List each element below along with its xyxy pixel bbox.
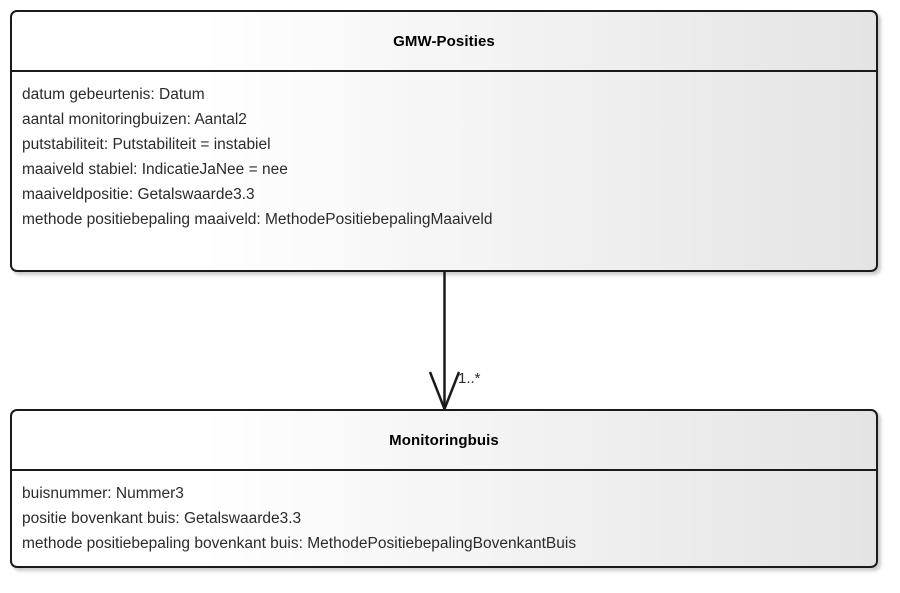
uml-attribute-compartment: buisnummer: Nummer3 positie bovenkant bu… <box>12 471 876 564</box>
uml-attribute: maaiveldpositie: Getalswaarde3.3 <box>22 186 255 203</box>
uml-attribute: datum gebeurtenis: Datum <box>22 86 205 103</box>
uml-attribute-compartment: datum gebeurtenis: Datum aantal monitori… <box>12 72 876 240</box>
uml-attribute: buisnummer: Nummer3 <box>22 485 184 502</box>
uml-class-name: GMW-Posities <box>393 32 495 50</box>
uml-attribute: maaiveld stabiel: IndicatieJaNee = nee <box>22 161 288 178</box>
uml-class-gmw-posities[interactable]: GMW-Posities datum gebeurtenis: Datum aa… <box>10 10 878 272</box>
uml-attribute: positie bovenkant buis: Getalswaarde3.3 <box>22 510 302 527</box>
uml-class-header: GMW-Posities <box>12 12 876 72</box>
uml-class-header: Monitoringbuis <box>12 411 876 471</box>
uml-class-name: Monitoringbuis <box>389 431 499 449</box>
uml-class-monitoringbuis[interactable]: Monitoringbuis buisnummer: Nummer3 posit… <box>10 409 878 568</box>
uml-attribute: methode positiebepaling bovenkant buis: … <box>22 535 577 552</box>
uml-attribute: methode positiebepaling maaiveld: Method… <box>22 211 493 228</box>
arrowhead-icon <box>428 371 461 413</box>
uml-attribute: aantal monitoringbuizen: Aantal2 <box>22 111 247 128</box>
multiplicity-label: 1..* <box>458 370 481 387</box>
uml-attribute: putstabiliteit: Putstabiliteit = instabi… <box>22 136 271 153</box>
